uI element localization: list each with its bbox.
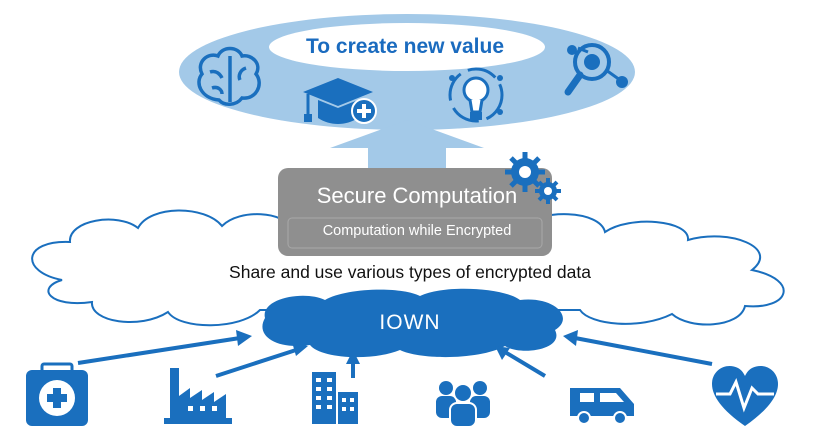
- van-icon: [570, 388, 634, 425]
- secure-computation-subtitle: Computation while Encrypted: [322, 223, 512, 239]
- lightbulb-icon: [448, 67, 504, 123]
- medical-kit-icon: [26, 362, 88, 426]
- people-icon: [436, 381, 490, 428]
- upward-arrow: [330, 120, 484, 180]
- heart-pulse-icon: [712, 365, 778, 426]
- analytics-magnifier-icon: [564, 43, 628, 96]
- iown-network: [262, 288, 563, 358]
- brain-icon: [197, 46, 261, 106]
- buildings-icon: [312, 372, 358, 424]
- iown-label: IOWN: [379, 311, 441, 334]
- value-title: To create new value: [305, 35, 505, 58]
- data-cloud: [31, 209, 785, 327]
- graduation-cap-icon: [303, 78, 377, 124]
- secure-computation-subbox: [287, 217, 543, 249]
- secure-computation-title: Secure Computation: [316, 183, 518, 208]
- gears-icon: [505, 152, 561, 204]
- cloud-label: Share and use various types of encrypted…: [229, 262, 591, 282]
- factory-icon: [164, 368, 232, 424]
- input-arrows: [77, 330, 713, 378]
- title-ellipse: [269, 23, 545, 71]
